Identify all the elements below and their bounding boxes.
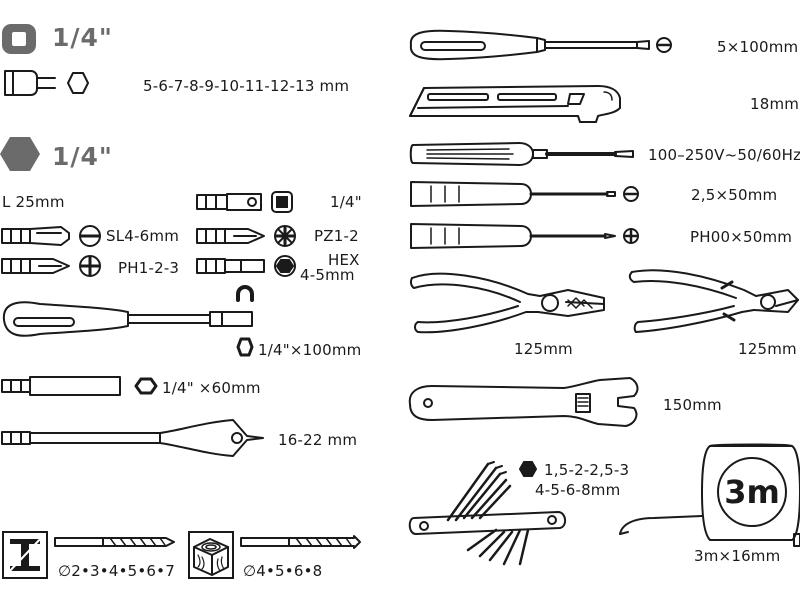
utility-knife-icon xyxy=(409,85,621,123)
combination-pliers-icon xyxy=(409,272,605,334)
bit-holder-screwdriver-icon xyxy=(2,285,254,337)
square-drive-badge-icon xyxy=(2,24,36,54)
tape-measure-icon xyxy=(619,443,800,547)
adjustable-wrench-icon xyxy=(408,377,639,427)
bit-hex-label: HEX xyxy=(328,251,360,269)
screwdriver-icon xyxy=(409,29,672,61)
tester-spec: 100–250V~50/60Hz xyxy=(648,146,800,164)
bit-ph-size: PH1-2-3 xyxy=(118,259,180,277)
voltage-tester-icon xyxy=(409,142,634,166)
hex-drive-badge-icon xyxy=(0,137,40,171)
precision-ph-size: PH00×50mm xyxy=(690,228,793,246)
bit-adapter-icon xyxy=(196,191,293,213)
pliers-size: 125mm xyxy=(514,340,573,358)
diagonal-cutters-icon xyxy=(628,269,799,333)
screwdriver-size: 5×100mm xyxy=(717,38,799,56)
drill-wood-sizes: ∅4•5•6•8 xyxy=(243,562,323,580)
phillips-bit-icon xyxy=(1,255,101,277)
adapter-size: 1/4" xyxy=(330,193,362,211)
pozidriv-bit-icon xyxy=(196,225,296,247)
bit-hex-size: 4-5mm xyxy=(300,266,355,284)
hex-socket-icon xyxy=(236,337,254,357)
spade-drill-icon xyxy=(1,419,264,457)
cutters-size: 125mm xyxy=(738,340,797,358)
wood-material-icon xyxy=(188,531,234,579)
metal-material-icon xyxy=(2,531,48,579)
bit-pz-size: PZ1-2 xyxy=(314,227,359,245)
spade-size: 16-22 mm xyxy=(278,431,358,449)
hex-keys-icon xyxy=(408,461,566,566)
square-drive-size: 1/4" xyxy=(52,23,113,52)
knife-size: 18mm xyxy=(750,95,800,113)
slotted-bit-icon xyxy=(1,225,101,247)
bit-length: L 25mm xyxy=(2,193,65,211)
tape-size: 3m×16mm xyxy=(694,547,781,565)
socket-icon xyxy=(4,70,89,96)
precision-phillips-screwdriver-icon xyxy=(410,223,639,249)
drill-bit-metal-icon xyxy=(54,537,175,547)
bit-sl-size: SL4-6mm xyxy=(106,227,180,245)
tape-badge: 3m xyxy=(724,473,780,511)
hex-drive-size: 1/4" xyxy=(52,142,113,171)
drill-bit-wood-icon xyxy=(240,535,361,549)
extension-size: 1/4"×100mm xyxy=(258,341,362,359)
hex-key-badge-icon xyxy=(518,461,538,477)
hex-keys-sizes-1: 1,5-2-2,5-3 xyxy=(544,461,630,479)
precision-slot-size: 2,5×50mm xyxy=(691,186,778,204)
hex-bit-icon xyxy=(196,255,296,277)
wrench-size: 150mm xyxy=(663,396,722,414)
sockets-sizes: 5-6-7-8-9-10-11-12-13 mm xyxy=(143,77,350,95)
bit-holder-icon xyxy=(1,376,158,396)
precision-slotted-screwdriver-icon xyxy=(410,181,639,207)
drill-metal-sizes: ∅2•3•4•5•6•7 xyxy=(58,562,175,580)
hex-keys-sizes-2: 4-5-6-8mm xyxy=(535,481,621,499)
holder-size: 1/4" ×60mm xyxy=(162,379,261,397)
